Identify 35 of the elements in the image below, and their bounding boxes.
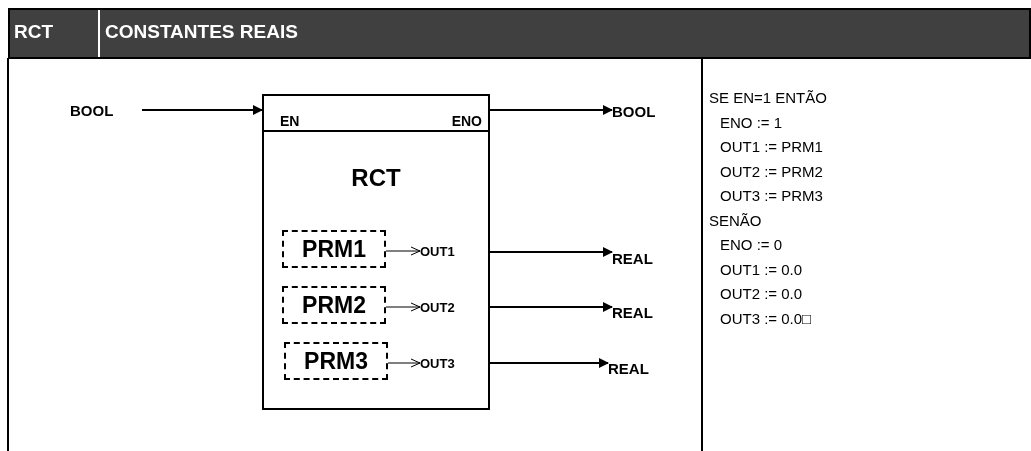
block-title: RCT — [350, 166, 402, 190]
code-line: OUT3 := PRM3 — [719, 186, 824, 206]
code-line: OUT1 := 0.0 — [719, 259, 804, 280]
code-line: SE EN=1 ENTÃO — [709, 88, 827, 108]
arrow — [387, 358, 421, 368]
signal-type-label: BOOL — [612, 100, 684, 122]
arrow — [489, 302, 613, 312]
arrow — [141, 105, 263, 115]
code-line: OUT2 := PRM2 — [719, 161, 824, 182]
code-line: ENO := 0 — [719, 235, 784, 255]
arrow — [489, 358, 609, 368]
header-code: RCT — [14, 22, 54, 41]
arrow — [489, 105, 613, 115]
pin-label: OUT3 — [420, 352, 490, 374]
arrow — [385, 246, 421, 256]
signal-type-label: REAL — [608, 357, 678, 379]
code-line: OUT3 := 0.0□ — [719, 308, 813, 329]
pin-label: OUT1 — [420, 240, 490, 262]
signal-type-label: REAL — [612, 301, 682, 323]
code-line: SENÃO — [709, 210, 763, 231]
pin-label: ENO — [410, 100, 490, 130]
signal-type-label: BOOL — [70, 100, 142, 120]
parameter-box: PRM1 — [282, 230, 386, 268]
arrow — [489, 247, 613, 257]
function-block — [262, 94, 490, 410]
code-line: OUT1 := PRM1 — [719, 137, 824, 157]
pin-label: OUT2 — [420, 296, 490, 318]
arrow — [385, 302, 421, 312]
pin-label: EN — [262, 100, 342, 130]
code-line: ENO := 1 — [719, 112, 784, 133]
signal-type-label: REAL — [612, 247, 682, 269]
code-line: OUT2 := 0.0 — [719, 284, 804, 304]
parameter-box: PRM3 — [284, 342, 388, 380]
parameter-box: PRM2 — [282, 286, 386, 324]
header-title: CONSTANTES REAIS — [105, 22, 298, 41]
